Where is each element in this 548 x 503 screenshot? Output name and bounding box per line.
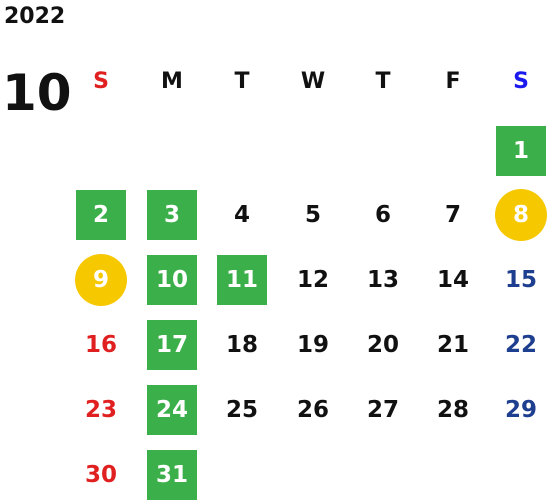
day-cell-24[interactable]: 24 xyxy=(147,385,197,435)
day-cell-30[interactable]: 30 xyxy=(84,462,117,488)
weekday-header-1: M xyxy=(161,69,183,94)
weekday-header-5: F xyxy=(445,69,461,94)
day-cell-21[interactable]: 21 xyxy=(436,332,469,358)
day-cell-13[interactable]: 13 xyxy=(366,267,399,293)
day-cell-4[interactable]: 4 xyxy=(233,202,250,228)
day-cell-27[interactable]: 27 xyxy=(366,397,399,423)
month-label: 10 xyxy=(2,64,72,122)
day-cell-7[interactable]: 7 xyxy=(444,202,461,228)
day-cell-31[interactable]: 31 xyxy=(147,450,197,500)
day-cell-12[interactable]: 12 xyxy=(296,267,329,293)
day-cell-3[interactable]: 3 xyxy=(147,190,197,240)
day-cell-28[interactable]: 28 xyxy=(436,397,469,423)
weekday-header-3: W xyxy=(300,69,326,94)
day-cell-6[interactable]: 6 xyxy=(374,202,391,228)
day-cell-10[interactable]: 10 xyxy=(147,255,197,305)
day-cell-15[interactable]: 15 xyxy=(504,267,537,293)
weekday-header-4: T xyxy=(375,69,391,94)
day-cell-1[interactable]: 1 xyxy=(496,126,546,176)
day-cell-23[interactable]: 23 xyxy=(84,397,117,423)
day-cell-29[interactable]: 29 xyxy=(504,397,537,423)
day-cell-2[interactable]: 2 xyxy=(76,190,126,240)
day-cell-22[interactable]: 22 xyxy=(504,332,537,358)
weekday-header-0: S xyxy=(93,69,109,94)
day-cell-26[interactable]: 26 xyxy=(296,397,329,423)
day-cell-18[interactable]: 18 xyxy=(225,332,258,358)
day-cell-5[interactable]: 5 xyxy=(304,202,321,228)
day-cell-14[interactable]: 14 xyxy=(436,267,469,293)
year-label: 2022 xyxy=(4,4,66,29)
day-cell-16[interactable]: 16 xyxy=(84,332,117,358)
day-cell-20[interactable]: 20 xyxy=(366,332,399,358)
day-cell-11[interactable]: 11 xyxy=(217,255,267,305)
weekday-header-2: T xyxy=(234,69,250,94)
day-cell-19[interactable]: 19 xyxy=(296,332,329,358)
day-cell-17[interactable]: 17 xyxy=(147,320,197,370)
day-cell-25[interactable]: 25 xyxy=(225,397,258,423)
day-cell-8[interactable]: 8 xyxy=(495,189,547,241)
weekday-header-6: S xyxy=(513,69,529,94)
day-cell-9[interactable]: 9 xyxy=(75,254,127,306)
